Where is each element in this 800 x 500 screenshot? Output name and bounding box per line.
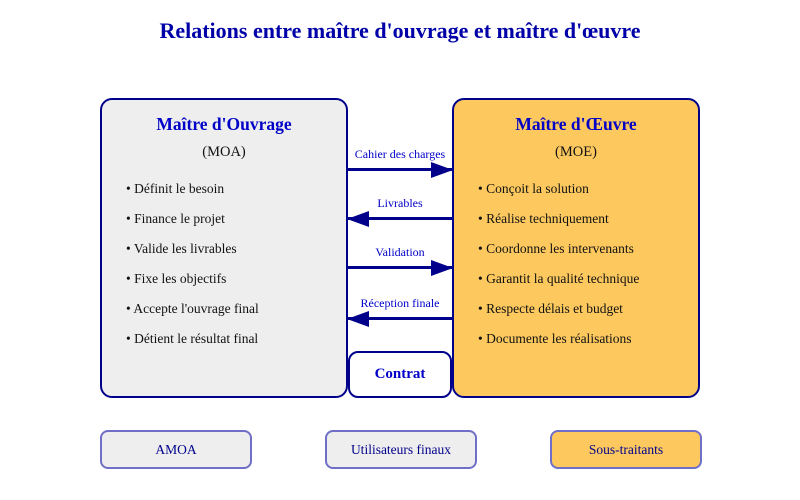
moe-box: Maître d'Œuvre (MOE) Conçoit la solution… xyxy=(452,98,700,398)
moe-responsibilities-list: Conçoit la solution Réalise techniquemen… xyxy=(454,181,698,361)
list-item: Respecte délais et budget xyxy=(478,301,698,331)
moe-title: Maître d'Œuvre xyxy=(515,114,637,134)
utilisateurs-finaux-label: Utilisateurs finaux xyxy=(350,441,452,457)
list-item: Valide les livrables xyxy=(126,241,346,271)
flow-livrables: Livrables xyxy=(348,195,452,220)
sous-traitants-box: Sous-traitants xyxy=(550,430,702,469)
flow-reception-finale: Réception finale xyxy=(348,295,452,320)
moa-responsibilities-list: Définit le besoin Finance le projet Vali… xyxy=(102,181,346,361)
list-item: Coordonne les intervenants xyxy=(478,241,698,271)
amoa-box: AMOA xyxy=(100,430,252,469)
arrow-left-icon xyxy=(348,217,452,220)
arrow-left-icon xyxy=(348,317,452,320)
sous-traitants-label: Sous-traitants xyxy=(588,441,664,457)
amoa-label: AMOA xyxy=(155,441,197,457)
flow-cahier-des-charges: Cahier des charges xyxy=(348,146,452,171)
moa-title: Maître d'Ouvrage xyxy=(156,114,292,134)
list-item: Définit le besoin xyxy=(126,181,346,211)
flow-validation: Validation xyxy=(348,244,452,269)
moa-box: Maître d'Ouvrage (MOA) Définit le besoin… xyxy=(100,98,348,398)
arrow-label: Livrables xyxy=(377,196,423,210)
page-title: Relations entre maître d'ouvrage et maît… xyxy=(159,18,641,43)
list-item: Réalise techniquement xyxy=(478,211,698,241)
moa-subtitle: (MOA) xyxy=(202,144,246,160)
arrow-label: Réception finale xyxy=(360,296,440,310)
arrow-label: Cahier des charges xyxy=(354,147,446,161)
utilisateurs-finaux-box: Utilisateurs finaux xyxy=(325,430,477,469)
arrow-label: Validation xyxy=(375,245,425,259)
arrow-right-icon xyxy=(348,168,452,171)
contract-box: Contrat xyxy=(348,351,452,398)
list-item: Garantit la qualité technique xyxy=(478,271,698,301)
list-item: Finance le projet xyxy=(126,211,346,241)
list-item: Accepte l'ouvrage final xyxy=(126,301,346,331)
moe-subtitle: (MOE) xyxy=(555,144,597,160)
list-item: Fixe les objectifs xyxy=(126,271,346,301)
list-item: Documente les réalisations xyxy=(478,331,698,361)
list-item: Détient le résultat final xyxy=(126,331,346,361)
arrow-right-icon xyxy=(348,266,452,269)
contract-label: Contrat xyxy=(374,366,426,382)
list-item: Conçoit la solution xyxy=(478,181,698,211)
